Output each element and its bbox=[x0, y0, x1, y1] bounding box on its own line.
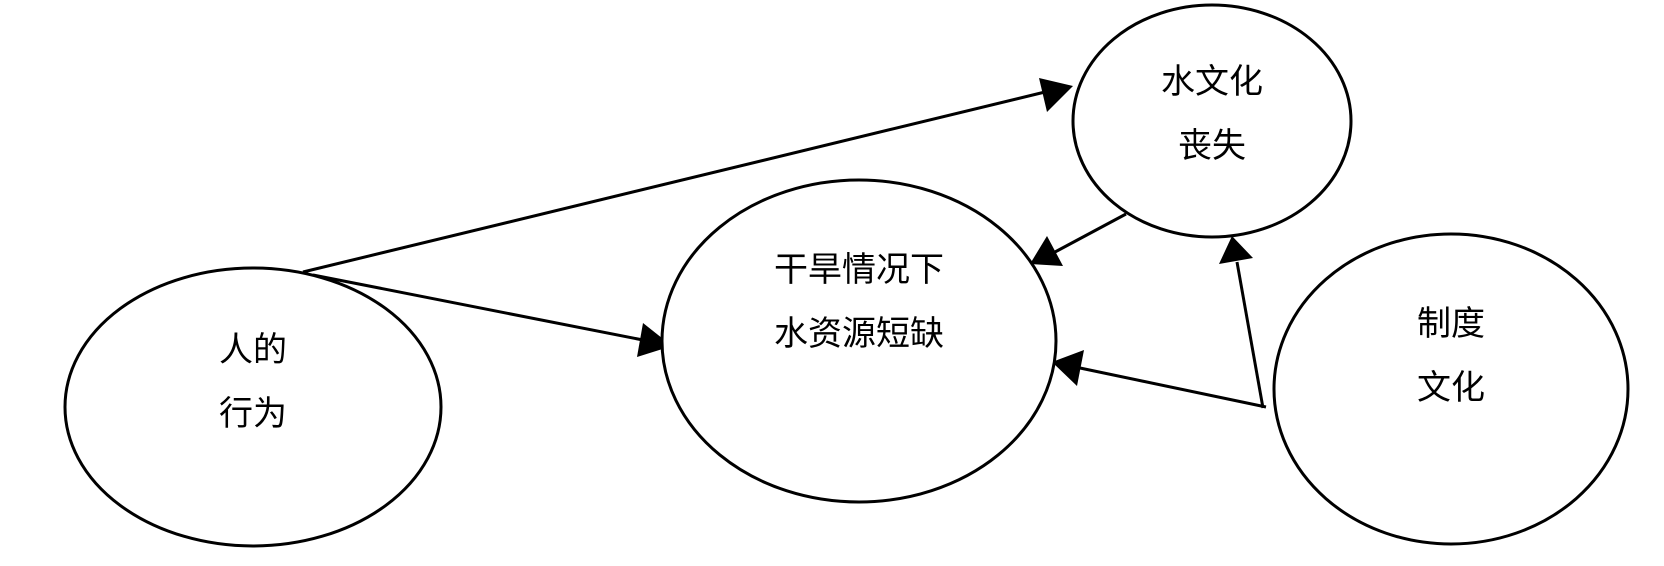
node-water-shortage: 干旱情况下 水资源短缺 bbox=[660, 178, 1058, 504]
node-institutional-culture: 制度 文化 bbox=[1272, 232, 1630, 546]
node-shape bbox=[660, 178, 1058, 504]
arrowhead bbox=[1030, 236, 1063, 266]
node-water-culture-loss: 水文化 丧失 bbox=[1071, 3, 1353, 239]
node-label-line: 干旱情况下 bbox=[774, 250, 944, 290]
edge-institutional-culture-to-water-shortage bbox=[1052, 350, 1267, 409]
node-shape bbox=[1272, 232, 1630, 546]
node-label-line: 水文化 bbox=[1161, 62, 1263, 102]
node-shape bbox=[1071, 3, 1353, 239]
node-label-line: 水资源短缺 bbox=[774, 314, 944, 354]
node-human-behavior: 人的 行为 bbox=[63, 266, 443, 548]
edge-human-behavior-to-water-culture-loss bbox=[302, 78, 1073, 274]
node-label-line: 制度 bbox=[1417, 304, 1485, 344]
node-label-line: 人的 bbox=[219, 330, 287, 370]
arrowhead bbox=[1039, 78, 1073, 112]
arrowhead bbox=[1219, 236, 1253, 264]
node-label-line: 丧失 bbox=[1178, 126, 1246, 166]
edge-water-culture-loss-to-water-shortage bbox=[1030, 212, 1127, 266]
edge-institutional-culture-to-water-culture-loss bbox=[1219, 236, 1265, 409]
node-label-line: 文化 bbox=[1417, 368, 1485, 408]
arrowhead bbox=[1052, 350, 1084, 386]
node-label-line: 行为 bbox=[219, 394, 287, 434]
node-shape bbox=[63, 266, 443, 548]
